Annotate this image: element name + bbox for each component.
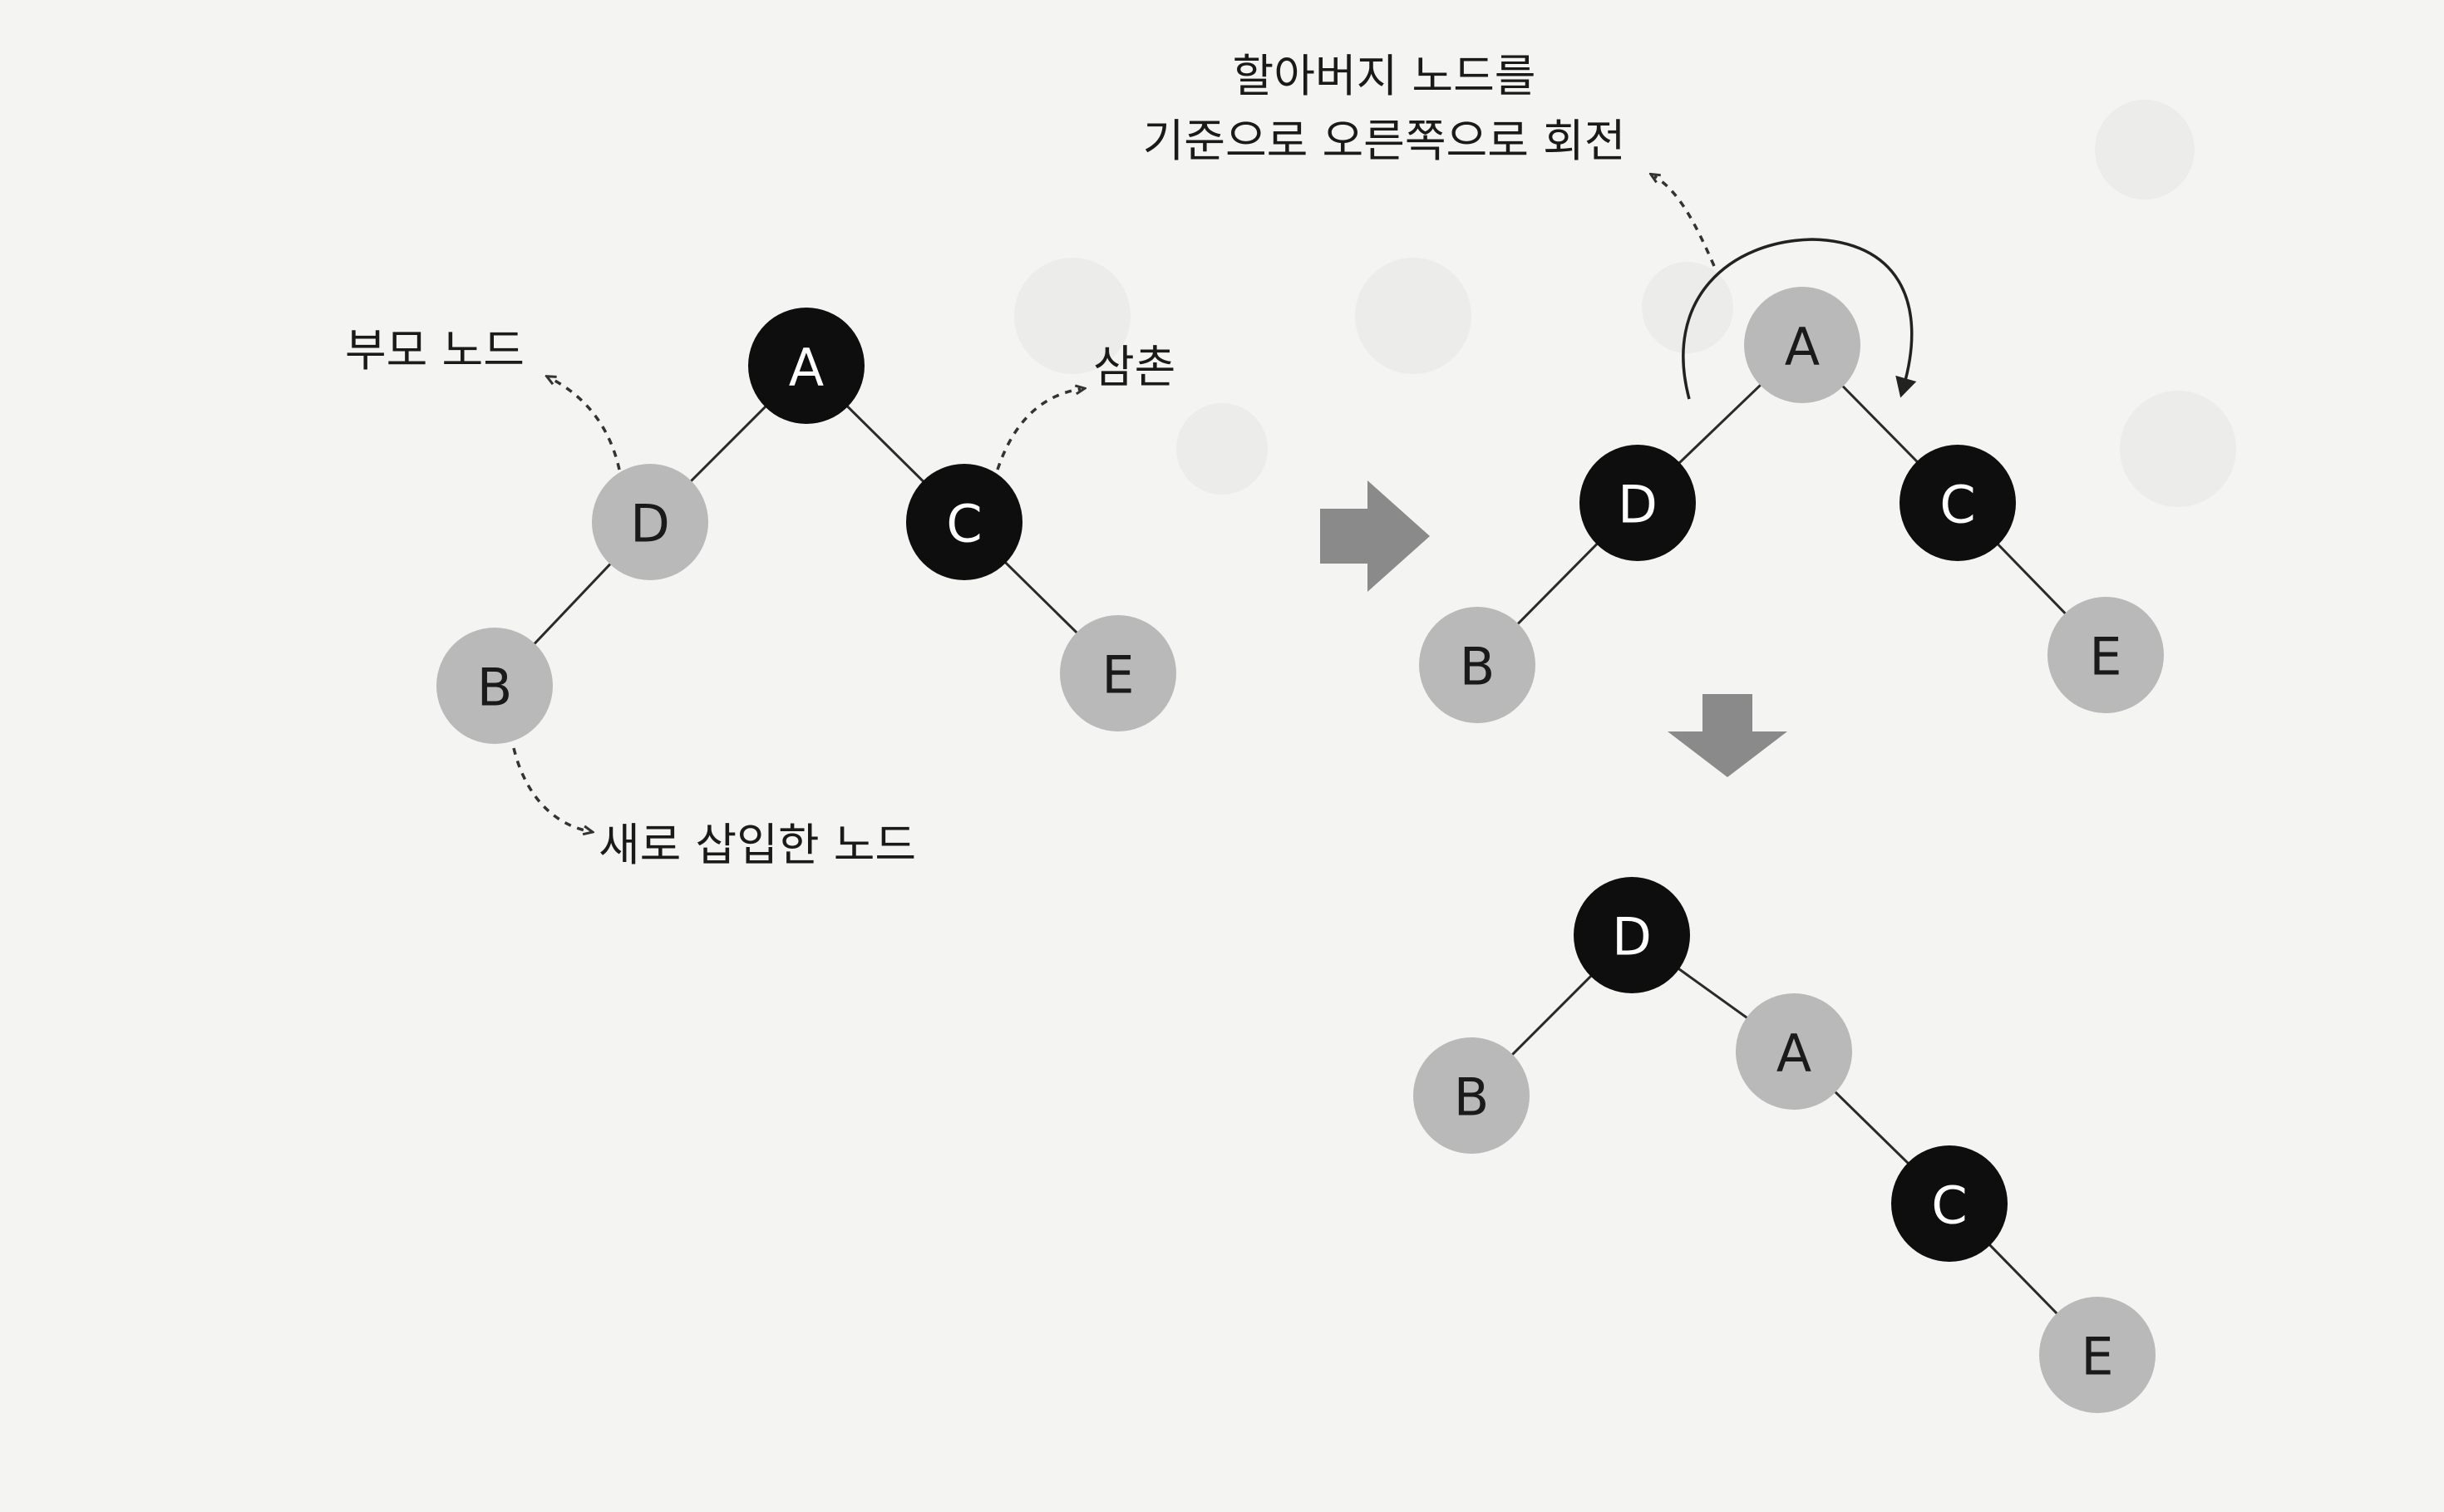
node-d: D — [1574, 877, 1690, 993]
rotate-label-line2: 기준으로 오른쪽으로 회전 — [1143, 115, 1626, 167]
red-node-circle — [1060, 615, 1176, 731]
red-node-circle — [2047, 597, 2164, 713]
right-arrow-icon — [1320, 480, 1430, 592]
tree-recolored: A D C B E — [1419, 287, 2164, 723]
red-node-circle — [436, 628, 553, 744]
node-label: D — [1618, 475, 1658, 535]
rotate-pointer — [1654, 176, 1716, 267]
node-e: E — [1060, 615, 1176, 731]
node-label: A — [789, 337, 824, 398]
node-b: B — [436, 628, 553, 744]
node-label: D — [1612, 907, 1652, 968]
red-node-circle — [592, 464, 708, 580]
rotate-label-line1: 할아버지 노드를 — [1233, 50, 1536, 102]
black-node-circle — [748, 308, 865, 424]
black-node-circle — [1900, 445, 2016, 561]
node-label: C — [1931, 1175, 1967, 1236]
tree-rotated: D B A C E — [1413, 877, 2156, 1413]
background-texture — [1014, 100, 2236, 507]
node-label: B — [1454, 1067, 1490, 1128]
new-node-pointer — [512, 747, 589, 831]
new-node-label: 새로 삽입한 노드 — [599, 819, 916, 871]
node-a: A — [1736, 993, 1852, 1110]
node-e: E — [2047, 597, 2164, 713]
node-label: B — [477, 657, 513, 718]
node-e: E — [2039, 1297, 2156, 1413]
parent-pointer — [550, 378, 621, 470]
node-c: C — [906, 464, 1022, 580]
annotation-arrows — [512, 176, 1917, 831]
red-node-circle — [1736, 993, 1852, 1110]
uncle-pointer — [996, 389, 1081, 470]
black-node-circle — [1574, 877, 1690, 993]
uncle-label: 삼촌 — [1093, 341, 1175, 393]
node-d: D — [1579, 445, 1696, 561]
node-label: B — [1460, 637, 1495, 697]
node-label: E — [2081, 1327, 2113, 1387]
annotation-texts: 부모 노드 삼촌 새로 삽입한 노드 할아버지 노드를 기준으로 오른쪽으로 회… — [345, 50, 1625, 871]
node-a: A — [748, 308, 865, 424]
red-node-circle — [2039, 1297, 2156, 1413]
black-node-circle — [906, 464, 1022, 580]
down-arrow-icon — [1668, 694, 1787, 777]
node-d: D — [592, 464, 708, 580]
rotation-arc-icon — [1682, 238, 1917, 400]
parent-node-label: 부모 노드 — [345, 324, 525, 377]
node-label: C — [946, 494, 982, 554]
red-node-circle — [1413, 1037, 1530, 1154]
node-b: B — [1413, 1037, 1530, 1154]
node-label: A — [1776, 1023, 1811, 1084]
node-label: D — [630, 494, 670, 554]
node-b: B — [1419, 607, 1535, 723]
node-label: A — [1785, 317, 1820, 377]
node-label: C — [1939, 475, 1975, 535]
node-c: C — [1891, 1145, 2008, 1262]
node-label: E — [2089, 627, 2121, 687]
red-node-circle — [1419, 607, 1535, 723]
node-a: A — [1744, 287, 1860, 403]
black-node-circle — [1891, 1145, 2008, 1262]
black-node-circle — [1579, 445, 1696, 561]
node-c: C — [1900, 445, 2016, 561]
tree-before: A D C B E — [436, 308, 1176, 744]
red-node-circle — [1744, 287, 1860, 403]
node-label: E — [1101, 645, 1134, 706]
